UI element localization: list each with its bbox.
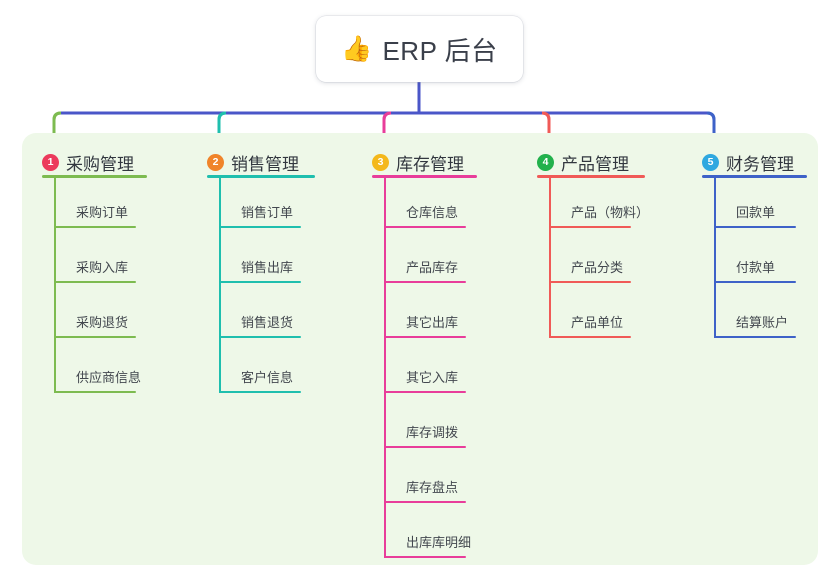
branch-item-label: 产品库存	[406, 260, 459, 275]
branch-item-label: 库存盘点	[406, 480, 459, 495]
branch-item-label: 库存调拨	[406, 425, 459, 440]
branch-item-underline	[714, 336, 796, 338]
branch-item[interactable]: 付款单	[714, 253, 796, 283]
branch-item-underline	[219, 391, 301, 393]
branch-badge-5: 5	[702, 154, 719, 171]
branch-item[interactable]: 其它入库	[384, 363, 466, 393]
branch-title-1: 采购管理	[66, 155, 134, 174]
branch-item[interactable]: 产品分类	[549, 253, 631, 283]
branch-badge-1: 1	[42, 154, 59, 171]
branch-underline-2	[207, 175, 315, 178]
branch-item[interactable]: 销售订单	[219, 198, 301, 228]
branch-item-underline	[714, 226, 796, 228]
branch-spine-5	[714, 178, 716, 338]
branch-item-label: 其它出库	[406, 315, 459, 330]
branch-item[interactable]: 产品库存	[384, 253, 466, 283]
branch-item-underline	[384, 501, 466, 503]
branch-item-label: 销售订单	[241, 205, 294, 220]
branch-item-label: 仓库信息	[406, 205, 459, 220]
branch-spine-3	[384, 178, 386, 558]
branch-item[interactable]: 客户信息	[219, 363, 301, 393]
branch-item-underline	[54, 226, 136, 228]
branch-item-label: 产品分类	[571, 260, 624, 275]
branch-underline-3	[372, 175, 477, 178]
branch-item-underline	[219, 226, 301, 228]
branch-title-3: 库存管理	[396, 155, 464, 174]
branch-item[interactable]: 销售出库	[219, 253, 301, 283]
branch-item-label: 付款单	[736, 260, 776, 275]
branch-item-label: 其它入库	[406, 370, 459, 385]
branch-item[interactable]: 采购订单	[54, 198, 136, 228]
branch-item-label: 采购入库	[76, 260, 129, 275]
branch-item-label: 采购订单	[76, 205, 129, 220]
branch-item-underline	[54, 391, 136, 393]
branch-item-underline	[384, 336, 466, 338]
branch-badge-3: 3	[372, 154, 389, 171]
branch-item[interactable]: 库存盘点	[384, 473, 466, 503]
branch-item-label: 采购退货	[76, 315, 129, 330]
branch-underline-4	[537, 175, 645, 178]
branch-item-underline	[714, 281, 796, 283]
branch-item-underline	[549, 336, 631, 338]
branch-item-underline	[549, 226, 631, 228]
branch-item-underline	[384, 226, 466, 228]
root-title: ERP 后台	[382, 35, 498, 66]
branch-item[interactable]: 出库库明细	[384, 528, 471, 558]
branch-badge-2: 2	[207, 154, 224, 171]
branch-item-label: 销售退货	[241, 315, 294, 330]
branch-item-underline	[54, 281, 136, 283]
branch-underline-1	[42, 175, 147, 178]
branch-item-label: 结算账户	[736, 315, 789, 330]
branch-item-underline	[549, 281, 631, 283]
branch-item-label: 回款单	[736, 205, 776, 220]
thumbs-up-icon: 👍	[341, 34, 373, 63]
branch-header-1[interactable]: 1 采购管理	[42, 150, 134, 175]
branch-item[interactable]: 产品单位	[549, 308, 631, 338]
branch-header-3[interactable]: 3 库存管理	[372, 150, 464, 175]
branch-header-2[interactable]: 2 销售管理	[207, 150, 299, 175]
branch-title-5: 财务管理	[726, 155, 794, 174]
branch-item[interactable]: 供应商信息	[54, 363, 141, 393]
branch-header-4[interactable]: 4 产品管理	[537, 150, 629, 175]
branch-item[interactable]: 采购退货	[54, 308, 136, 338]
branch-title-4: 产品管理	[561, 155, 629, 174]
branch-item-label: 供应商信息	[76, 370, 142, 385]
branch-item[interactable]: 销售退货	[219, 308, 301, 338]
branch-spine-1	[54, 178, 56, 393]
branch-item-underline	[54, 336, 136, 338]
branch-underline-5	[702, 175, 807, 178]
branch-item[interactable]: 仓库信息	[384, 198, 466, 228]
branch-spine-2	[219, 178, 221, 393]
branches-panel	[22, 133, 818, 565]
branch-item-label: 产品单位	[571, 315, 624, 330]
branch-item[interactable]: 结算账户	[714, 308, 796, 338]
branch-item-underline	[384, 281, 466, 283]
branch-item[interactable]: 采购入库	[54, 253, 136, 283]
branch-item-underline	[384, 446, 466, 448]
branch-item-label: 出库库明细	[406, 535, 472, 550]
root-node[interactable]: 👍 ERP 后台	[316, 16, 523, 82]
branch-item[interactable]: 产品（物料）	[549, 198, 649, 228]
branch-item[interactable]: 其它出库	[384, 308, 466, 338]
branch-item-underline	[219, 336, 301, 338]
branch-title-2: 销售管理	[231, 155, 299, 174]
branch-spine-4	[549, 178, 551, 338]
branch-item-underline	[219, 281, 301, 283]
branch-item-label: 销售出库	[241, 260, 294, 275]
branch-item[interactable]: 库存调拨	[384, 418, 466, 448]
branch-item-underline	[384, 556, 466, 558]
branch-item-underline	[384, 391, 466, 393]
branch-badge-4: 4	[537, 154, 554, 171]
branch-item-label: 产品（物料）	[571, 205, 650, 220]
branch-item[interactable]: 回款单	[714, 198, 796, 228]
branch-header-5[interactable]: 5 财务管理	[702, 150, 794, 175]
branch-item-label: 客户信息	[241, 370, 294, 385]
